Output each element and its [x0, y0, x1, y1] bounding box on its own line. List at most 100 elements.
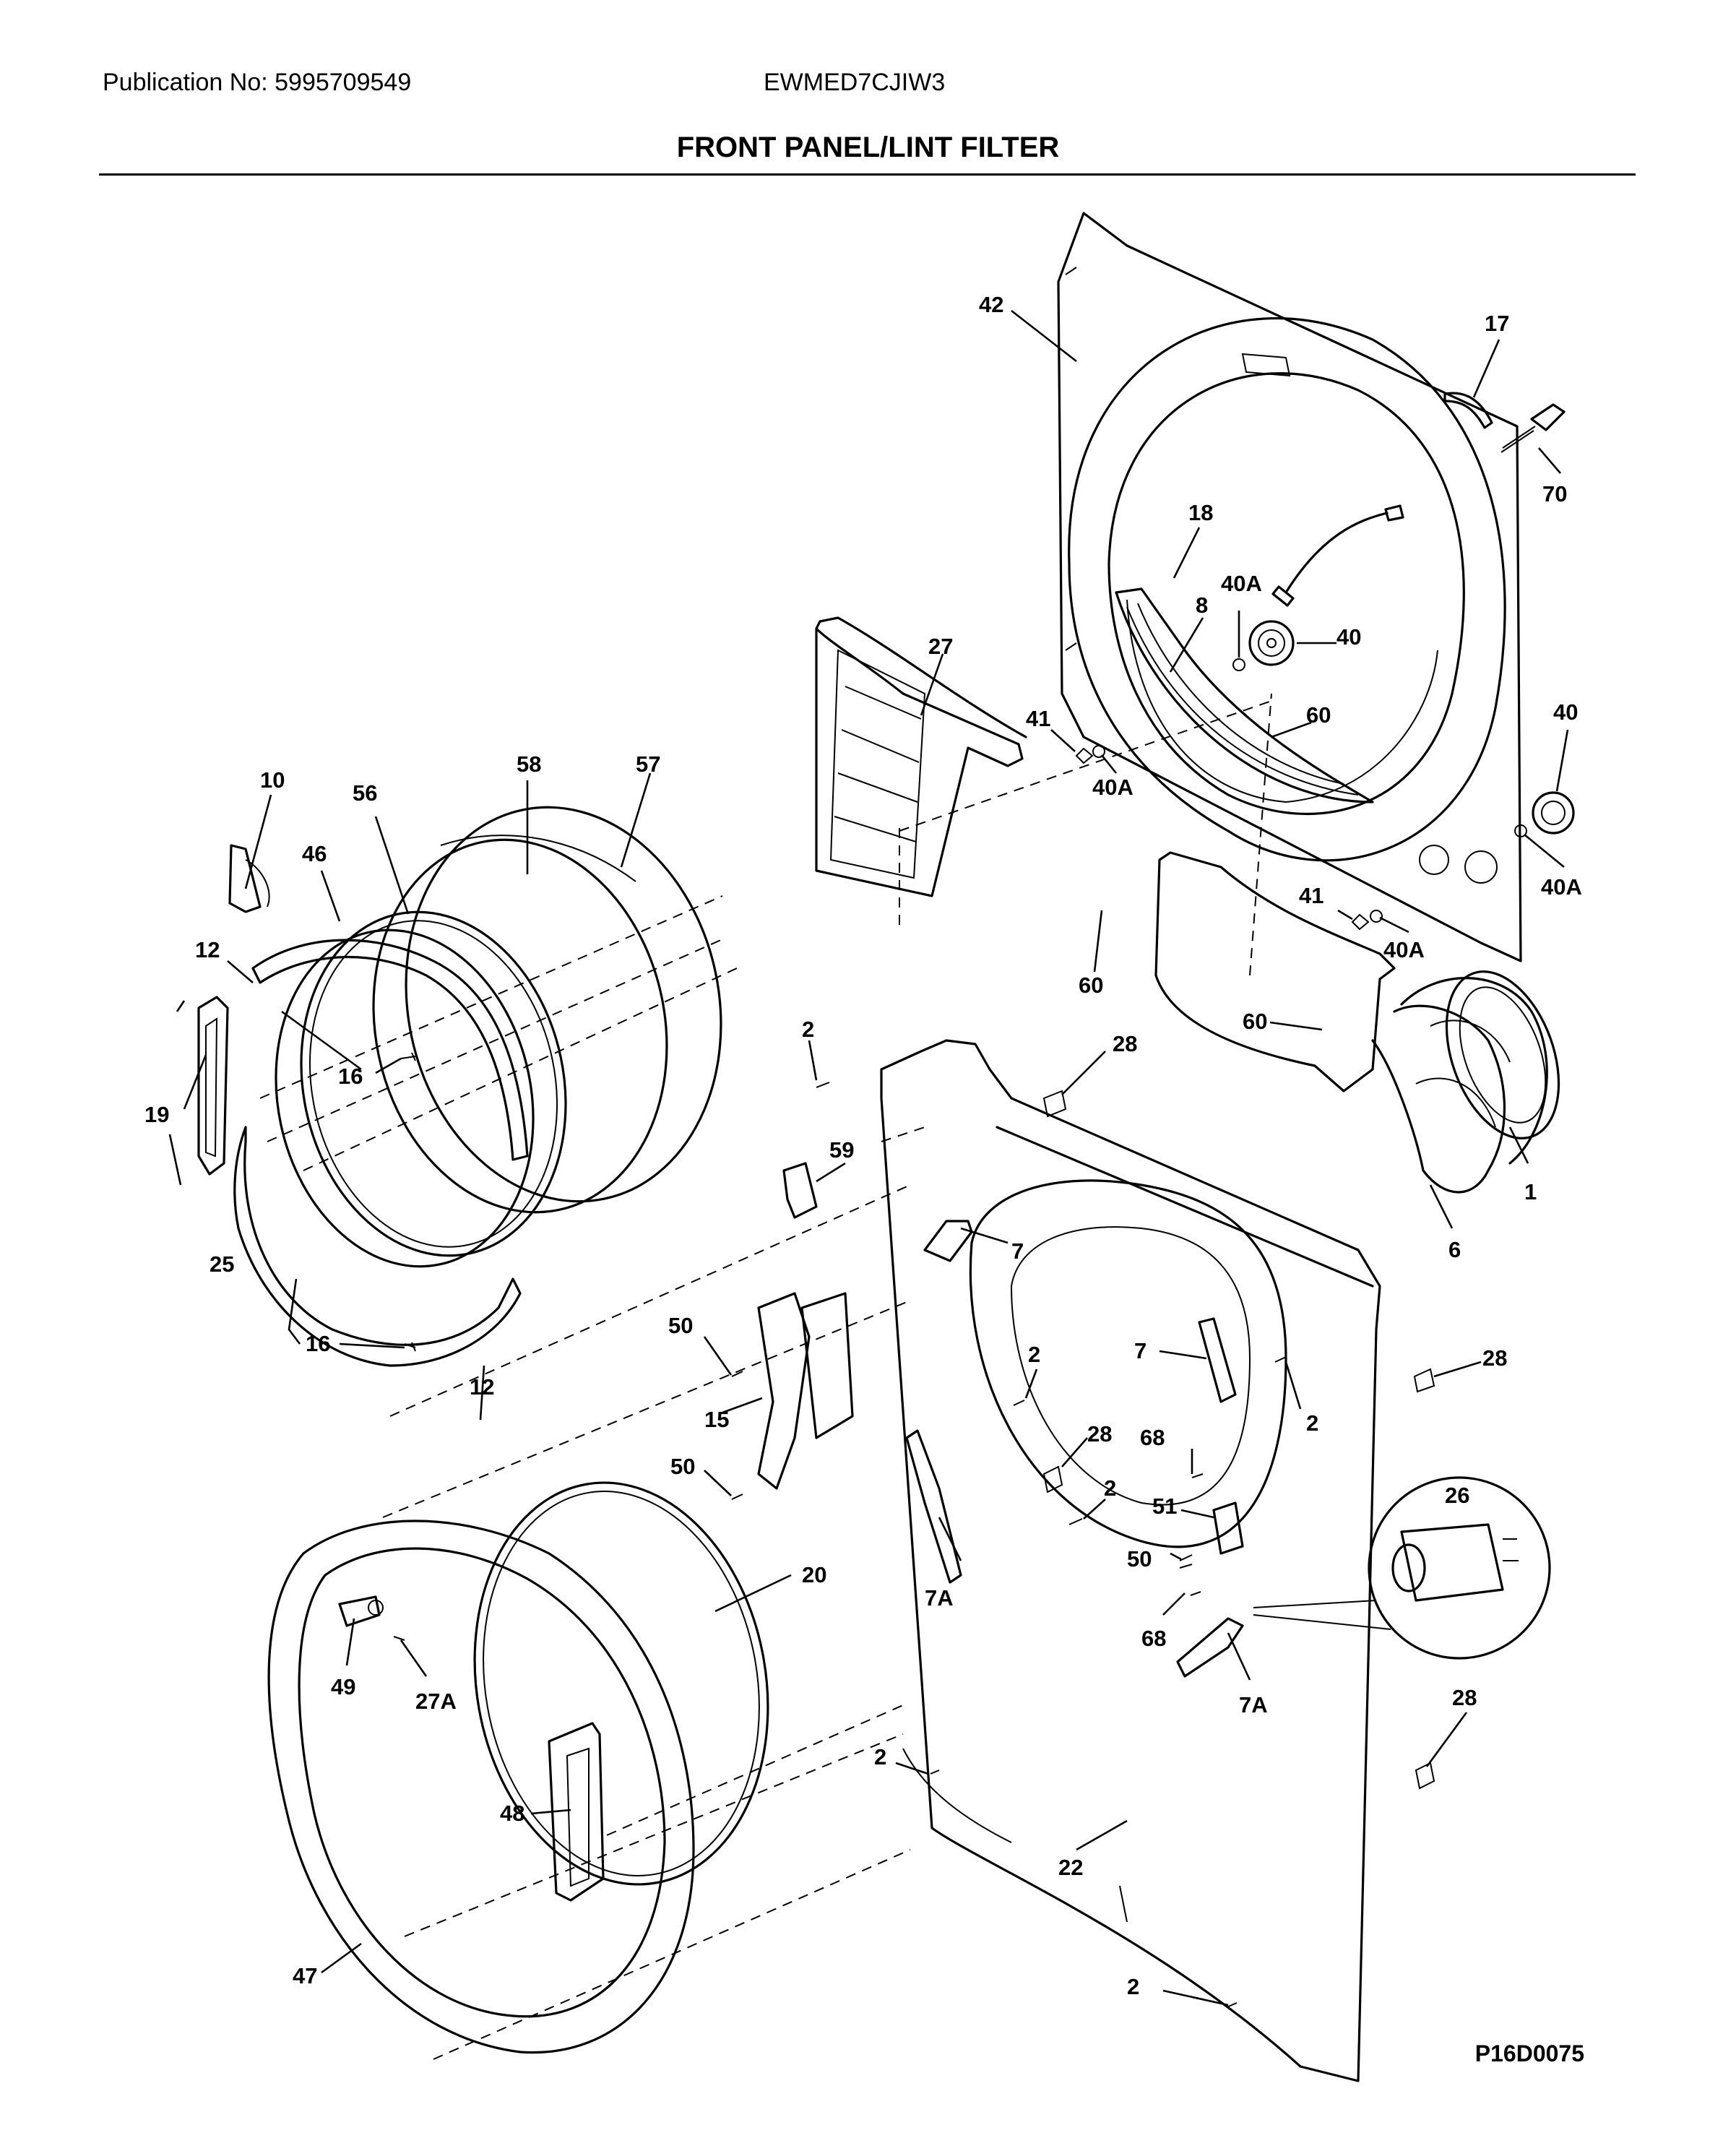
part-label-12: 12 — [195, 937, 220, 962]
part-label-40A: 40A — [1092, 775, 1133, 800]
part-label-50: 50 — [668, 1313, 693, 1338]
part-label-51: 51 — [1152, 1493, 1177, 1519]
part-label-70: 70 — [1542, 481, 1567, 507]
part-label-47: 47 — [293, 1963, 317, 1988]
front-panel — [880, 1039, 1381, 2082]
part-label-15: 15 — [704, 1407, 729, 1432]
part-label-18: 18 — [1188, 500, 1213, 525]
thermistor-harness — [1500, 403, 1566, 453]
part-label-60: 60 — [1079, 973, 1103, 998]
part-label-6: 6 — [1448, 1237, 1461, 1262]
part-label-68: 68 — [1141, 1626, 1166, 1651]
screw-16 — [400, 1052, 416, 1352]
part-label-60: 60 — [1243, 1009, 1267, 1034]
lint-duct-grille — [1115, 587, 1374, 803]
part-label-2: 2 — [1127, 1974, 1139, 1999]
part-label-28: 28 — [1087, 1421, 1112, 1447]
part-label-12: 12 — [470, 1374, 494, 1400]
part-label-42: 42 — [979, 292, 1003, 317]
part-label-7: 7 — [1134, 1338, 1146, 1363]
title-rule — [99, 173, 1636, 176]
part-label-26: 26 — [1445, 1483, 1469, 1508]
door-switch-26-callout — [1253, 1476, 1551, 1660]
part-label-46: 46 — [302, 841, 327, 866]
part-label-57: 57 — [636, 751, 660, 777]
door-gasket-20 — [473, 1481, 769, 1886]
lint-filter — [815, 616, 1027, 897]
door-hinge-7 — [923, 1220, 1237, 1403]
door-outer-ring-47 — [267, 1520, 695, 2054]
part-label-2: 2 — [1306, 1410, 1318, 1436]
strike-51 — [1212, 1501, 1244, 1555]
part-label-59: 59 — [829, 1137, 854, 1163]
switch-59 — [782, 1162, 818, 1219]
part-label-2: 2 — [1028, 1342, 1040, 1367]
part-label-41: 41 — [1026, 706, 1050, 731]
part-label-28: 28 — [1113, 1031, 1137, 1056]
model-number: EWMED7CJIW3 — [764, 69, 946, 96]
part-label-60: 60 — [1306, 702, 1331, 728]
part-label-25: 25 — [210, 1251, 234, 1277]
ring-segment-12 — [233, 939, 529, 1367]
part-label-7: 7 — [1011, 1238, 1024, 1264]
alignment-lines — [259, 693, 1272, 2060]
part-label-48: 48 — [500, 1801, 524, 1826]
part-label-10: 10 — [260, 767, 285, 793]
door-handle-48 — [548, 1722, 605, 1902]
part-number-labels: 42 17 70 18 40A 8 40 27 41 40A 60 40 40A… — [144, 292, 1582, 1999]
part-label-27A: 27A — [415, 1689, 457, 1714]
rear-bulkhead-panel — [1057, 212, 1522, 962]
door-latch-49 — [338, 1595, 384, 1627]
drum-roller-upper — [1248, 620, 1295, 666]
felt-seal-56 — [300, 910, 567, 1257]
part-label-40A: 40A — [1541, 874, 1582, 900]
part-label-58: 58 — [517, 751, 541, 777]
screws-and-fasteners — [731, 1082, 1287, 2008]
diagram-code: P16D0075 — [1474, 2040, 1584, 2066]
part-label-40A: 40A — [1221, 571, 1262, 596]
part-label-50: 50 — [1127, 1546, 1152, 1572]
part-label-2: 2 — [802, 1017, 814, 1042]
leader-lines — [168, 309, 1569, 2006]
sensor-wire-lead — [1271, 504, 1404, 607]
part-label-50: 50 — [670, 1454, 695, 1479]
part-label-68: 68 — [1140, 1425, 1165, 1450]
duct-seal — [1445, 970, 1560, 1139]
part-label-49: 49 — [331, 1674, 355, 1699]
drum-roller-right — [1532, 791, 1575, 835]
part-label-8: 8 — [1196, 592, 1208, 618]
part-label-20: 20 — [802, 1562, 826, 1587]
part-label-2: 2 — [874, 1744, 886, 1770]
part-label-40: 40 — [1553, 699, 1578, 725]
publication-number: Publication No: 5995709549 — [103, 69, 412, 96]
part-label-27: 27 — [928, 634, 953, 659]
bracket-10 — [228, 844, 270, 913]
part-label-1: 1 — [1524, 1179, 1537, 1204]
part-label-40A: 40A — [1383, 937, 1425, 962]
part-label-19: 19 — [144, 1102, 169, 1127]
part-label-7A: 7A — [1239, 1692, 1268, 1717]
part-label-17: 17 — [1485, 311, 1509, 336]
washer-40A — [1092, 658, 1527, 923]
page-title: FRONT PANEL/LINT FILTER — [676, 132, 1060, 163]
part-label-7A: 7A — [925, 1585, 954, 1611]
part-label-28: 28 — [1482, 1345, 1507, 1371]
bracket-17 — [1443, 392, 1493, 429]
part-label-16: 16 — [306, 1331, 330, 1356]
front-drum-housing — [372, 806, 722, 1214]
front-trim-25 — [197, 996, 229, 1176]
hinge-bracket-15 — [757, 1292, 854, 1490]
part-label-2: 2 — [1104, 1475, 1116, 1501]
screw-27A — [393, 1636, 405, 1641]
part-label-22: 22 — [1058, 1855, 1083, 1880]
panel-clip-28 — [1042, 1090, 1435, 1790]
door-hinge-7A — [905, 1429, 1244, 1678]
part-label-41: 41 — [1299, 883, 1323, 908]
part-label-28: 28 — [1452, 1685, 1477, 1710]
part-label-40: 40 — [1336, 624, 1361, 650]
part-label-56: 56 — [353, 780, 377, 806]
retainer-clip-41 — [1075, 747, 1370, 931]
part-label-16: 16 — [338, 1064, 363, 1089]
lint-duct — [1154, 851, 1548, 1194]
